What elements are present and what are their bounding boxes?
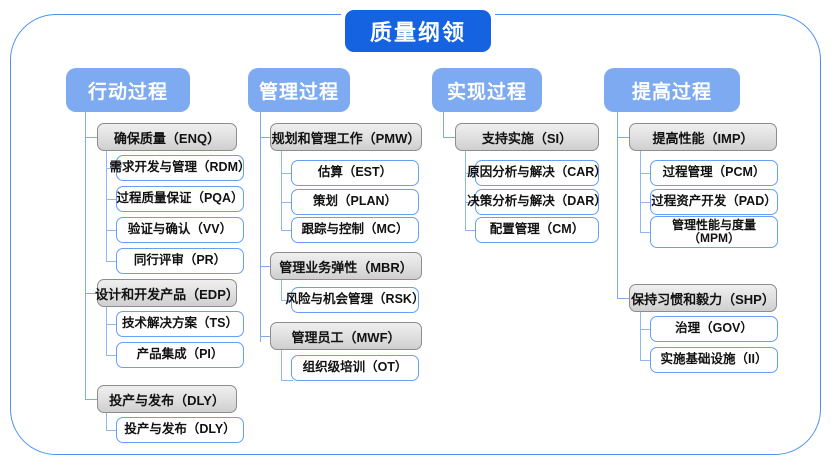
trunk-line-col1	[260, 112, 262, 342]
leaf-box-dly[interactable]: 投产与发布（DLY）	[116, 417, 244, 443]
group-box-edp[interactable]: 设计和开发产品（EDP）	[95, 279, 239, 307]
leaf-link-col0-g0-0	[106, 168, 118, 170]
leaf-box-ot[interactable]: 组织级培训（OT）	[291, 355, 419, 381]
leaf-link-col0-g0-1	[106, 199, 118, 201]
trunk-line-col0	[85, 112, 87, 399]
leaf-link-col0-g1-0	[106, 324, 118, 326]
subtrunk-col1-g2	[281, 350, 283, 380]
leaf-link-col3-g1-1	[640, 360, 652, 362]
branch-line-col0-g1	[85, 293, 99, 295]
branch-line-col3-g0	[617, 137, 631, 139]
leaf-box-rdm[interactable]: 需求开发与管理（RDM）	[110, 155, 250, 181]
leaf-link-col3-g0-0	[640, 173, 652, 175]
subtrunk-col3-g0	[640, 151, 642, 232]
branch-line-col1-g1	[260, 266, 272, 268]
branch-line-col1-g0	[260, 137, 272, 139]
branch-line-col3-g1	[617, 298, 631, 300]
leaf-link-col1-g0-0	[281, 173, 293, 175]
leaf-link-col3-g0-1	[640, 202, 652, 204]
leaf-link-col0-g1-1	[106, 355, 118, 357]
leaf-box-rsk[interactable]: 风险与机会管理（RSK）	[286, 287, 424, 313]
subtrunk-col0-g0	[106, 151, 108, 261]
leaf-link-col0-g0-2	[106, 230, 118, 232]
branch-line-col0-g0	[85, 137, 99, 139]
group-box-imp[interactable]: 提高性能（IMP）	[629, 123, 777, 151]
subtrunk-col0-g2	[106, 413, 108, 430]
column-header-3: 提高过程	[604, 68, 740, 112]
leaf-box-vv[interactable]: 验证与确认（VV）	[116, 217, 244, 243]
root-title-box: 质量纲领	[345, 10, 491, 52]
trunk-line-col3	[617, 112, 619, 299]
group-box-pmw[interactable]: 规划和管理工作（PMW）	[270, 123, 422, 151]
leaf-box-pi[interactable]: 产品集成（PI）	[116, 342, 244, 368]
column-header-1: 管理过程	[248, 68, 350, 112]
group-box-si[interactable]: 支持实施（SI）	[455, 123, 599, 151]
group-box-mbr[interactable]: 管理业务弹性（MBR）	[270, 252, 422, 280]
trunk-line-col2	[443, 112, 445, 138]
group-box-shp[interactable]: 保持习惯和毅力（SHP）	[629, 284, 777, 312]
leaf-box-mc[interactable]: 跟踪与控制（MC）	[291, 217, 419, 243]
branch-line-col2-g0	[443, 137, 457, 139]
leaf-link-col3-g0-2	[640, 232, 652, 234]
leaf-box-est[interactable]: 估算（EST）	[291, 160, 419, 186]
subtrunk-col2-g0	[465, 151, 467, 230]
leaf-box-dar[interactable]: 决策分析与解决（DAR）	[467, 189, 607, 215]
leaf-link-col2-g0-1	[465, 202, 477, 204]
leaf-box-plan[interactable]: 策划（PLAN）	[291, 189, 419, 215]
leaf-link-col1-g1-0	[281, 300, 293, 302]
leaf-box-mpm[interactable]: 管理性能与度量（MPM）	[650, 216, 778, 248]
leaf-box-ii[interactable]: 实施基础设施（II）	[650, 347, 778, 373]
subtrunk-col3-g1	[640, 312, 642, 360]
leaf-box-pqa[interactable]: 过程质量保证（PQA）	[116, 186, 244, 212]
leaf-box-cm[interactable]: 配置管理（CM）	[475, 217, 599, 243]
branch-line-col1-g2	[260, 336, 272, 338]
group-box-dly[interactable]: 投产与发布（DLY）	[97, 385, 237, 413]
leaf-link-col2-g0-2	[465, 230, 477, 232]
leaf-link-col0-g0-3	[106, 261, 118, 263]
column-header-0: 行动过程	[66, 68, 190, 112]
column-header-2: 实现过程	[432, 68, 542, 112]
leaf-link-col3-g1-0	[640, 329, 652, 331]
leaf-box-pr[interactable]: 同行评审（PR）	[116, 248, 244, 274]
group-box-enq[interactable]: 确保质量（ENQ）	[97, 123, 237, 151]
subtrunk-col1-g1	[281, 280, 283, 300]
leaf-box-car[interactable]: 原因分析与解决（CAR）	[467, 160, 607, 186]
leaf-box-gov[interactable]: 治理（GOV）	[650, 316, 778, 342]
leaf-link-col1-g0-2	[281, 230, 293, 232]
branch-line-col0-g2	[85, 399, 99, 401]
group-box-mwf[interactable]: 管理员工（MWF）	[270, 322, 422, 350]
subtrunk-col0-g1	[106, 307, 108, 355]
leaf-link-col1-g0-1	[281, 202, 293, 204]
leaf-link-col1-g2-0	[281, 380, 293, 382]
leaf-link-col2-g0-0	[465, 173, 477, 175]
subtrunk-col1-g0	[281, 151, 283, 230]
leaf-link-col0-g2-0	[106, 430, 118, 432]
leaf-box-pad[interactable]: 过程资产开发（PAD）	[650, 189, 778, 215]
leaf-box-pcm[interactable]: 过程管理（PCM）	[650, 160, 778, 186]
leaf-box-ts[interactable]: 技术解决方案（TS）	[116, 311, 244, 337]
